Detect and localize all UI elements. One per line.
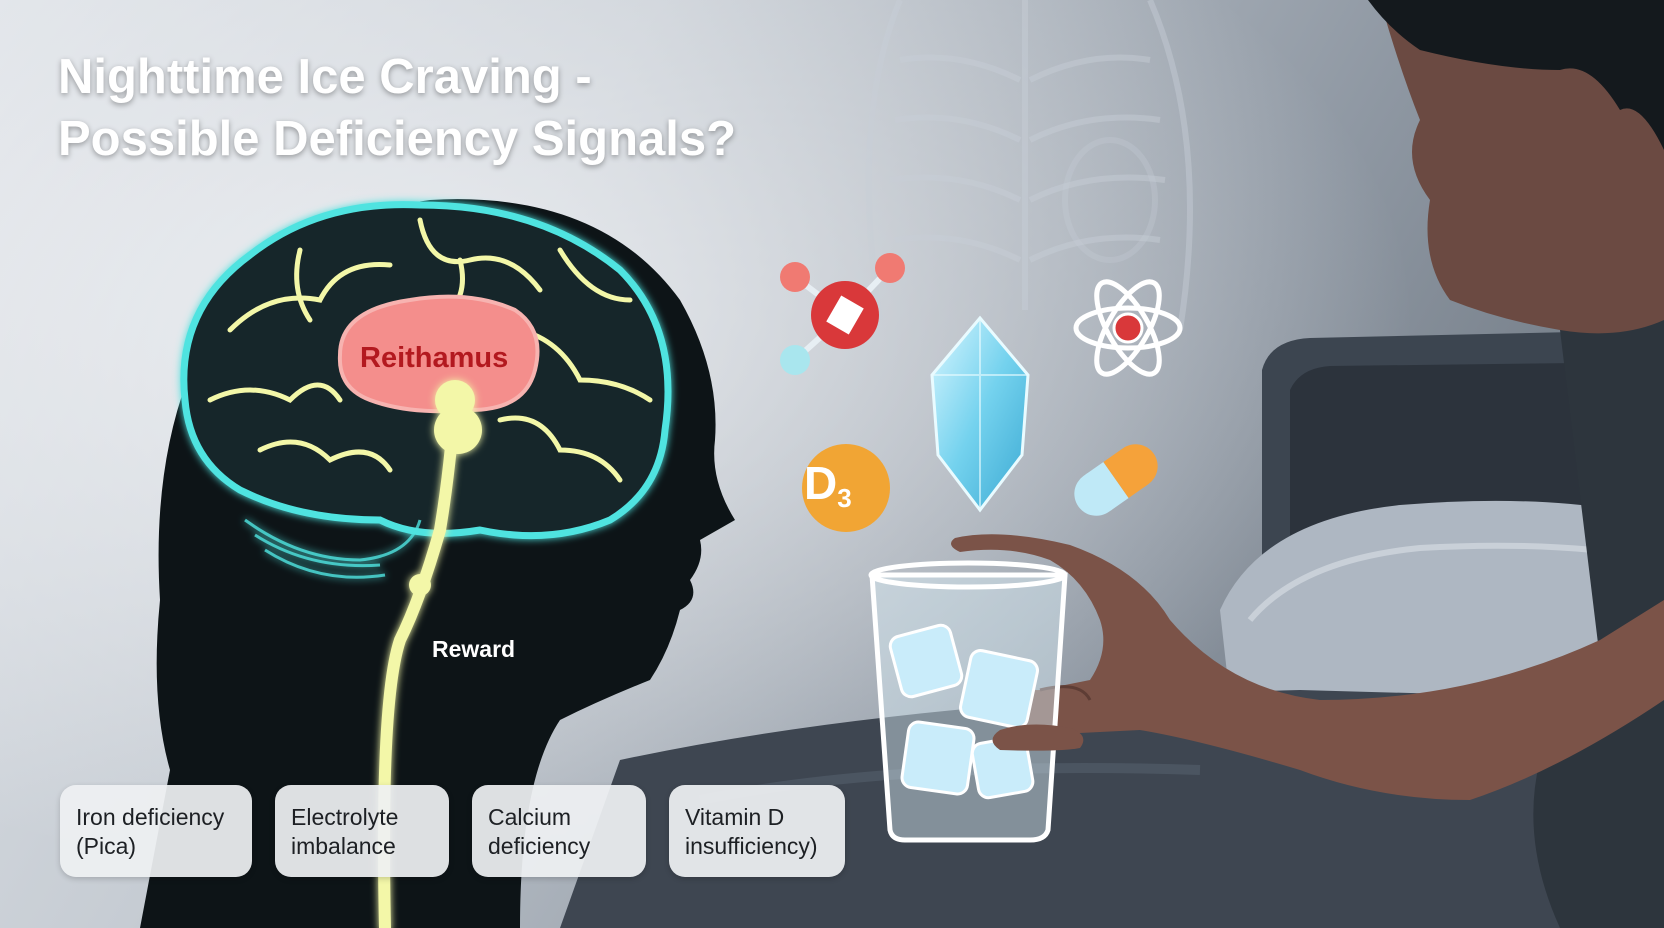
chip-line-1: Calcium xyxy=(488,804,572,830)
brain-region-label: Reithamus xyxy=(360,342,509,374)
chip-line-1: Vitamin D xyxy=(685,804,785,830)
arm-and-hand xyxy=(951,534,1664,800)
deficiency-chip-electrolyte: Electrolyte imbalance xyxy=(275,785,449,877)
chip-line-2: (Pica) xyxy=(76,833,137,859)
chip-line-2: insufficiency) xyxy=(685,833,818,859)
ice-glass-icon xyxy=(868,560,1068,843)
atom-icon xyxy=(1073,279,1183,377)
vitamin-d3-icon xyxy=(802,444,890,532)
person xyxy=(1368,0,1664,928)
vitamin-d3-label: D3 xyxy=(804,456,852,514)
page-title: Nighttime Ice Craving - Possible Deficie… xyxy=(58,46,736,170)
vitamin-d-letter: D xyxy=(804,457,838,509)
thumb xyxy=(992,724,1084,751)
title-line-2: Possible Deficiency Signals? xyxy=(58,112,737,166)
ribcage-xray xyxy=(865,0,1193,331)
crystal-icon xyxy=(930,315,1030,513)
reward-pathway-label: Reward xyxy=(432,636,516,662)
deficiency-chip-iron: Iron deficiency (Pica) xyxy=(60,785,252,877)
deficiency-chip-vitamin-d: Vitamin D insufficiency) xyxy=(669,785,845,877)
deficiency-chip-calcium: Calcium deficiency xyxy=(472,785,646,877)
chip-line-1: Iron deficiency xyxy=(76,804,225,830)
vitamin-d-subscript: 3 xyxy=(837,483,852,513)
molecule-icon xyxy=(780,253,905,375)
thalamus-region xyxy=(337,294,540,414)
capsule-icon xyxy=(1074,444,1158,516)
reward-pathway xyxy=(378,380,482,928)
chip-line-2: deficiency xyxy=(488,833,591,859)
title-line-1: Nighttime Ice Craving - xyxy=(58,50,592,104)
chip-line-2: imbalance xyxy=(291,833,396,859)
chip-line-1: Electrolyte xyxy=(291,804,399,830)
